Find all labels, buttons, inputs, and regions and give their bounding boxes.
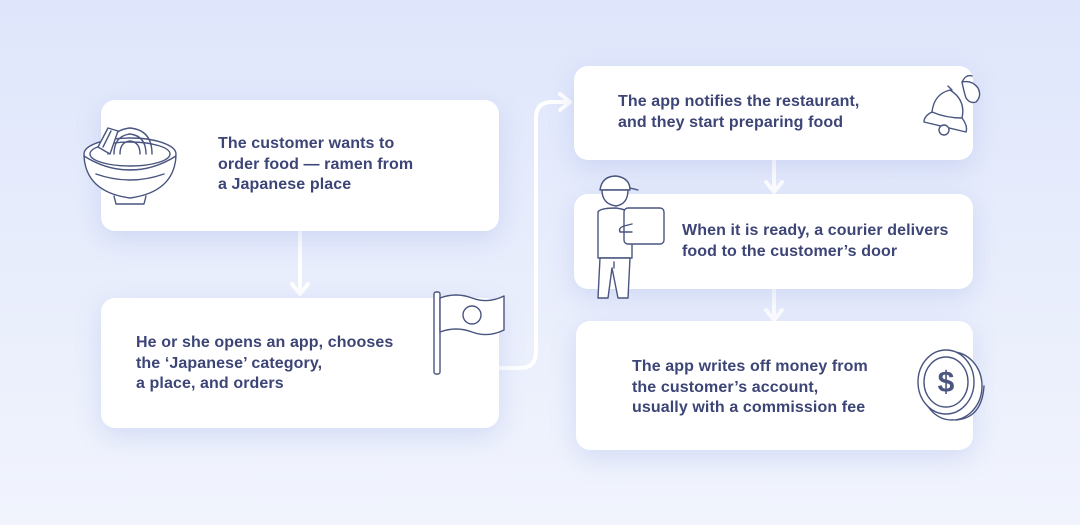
- step-card-5: The app writes off money from the custom…: [576, 321, 973, 450]
- step-5-text: The app writes off money from the custom…: [632, 358, 868, 416]
- step-1-text: The customer wants to order food — ramen…: [218, 135, 414, 193]
- coin-icon: $: [917, 349, 985, 421]
- dollar-sign-glyph: $: [938, 366, 955, 399]
- japanese-flag-icon: [433, 291, 505, 375]
- step-3-text: The app notifies the restaurant, and the…: [618, 93, 860, 131]
- arrow-step2-to-step3: [498, 100, 570, 370]
- step-2-text: He or she opens an app, chooses the ‘Jap…: [136, 334, 394, 392]
- courier-icon: [597, 175, 665, 299]
- step-card-2: He or she opens an app, chooses the ‘Jap…: [101, 298, 499, 428]
- ramen-bowl-icon: [83, 127, 177, 205]
- bell-icon: [923, 74, 981, 136]
- step-card-3: The app notifies the restaurant, and the…: [574, 66, 973, 160]
- step-4-text: When it is ready, a courier delivers foo…: [682, 222, 949, 260]
